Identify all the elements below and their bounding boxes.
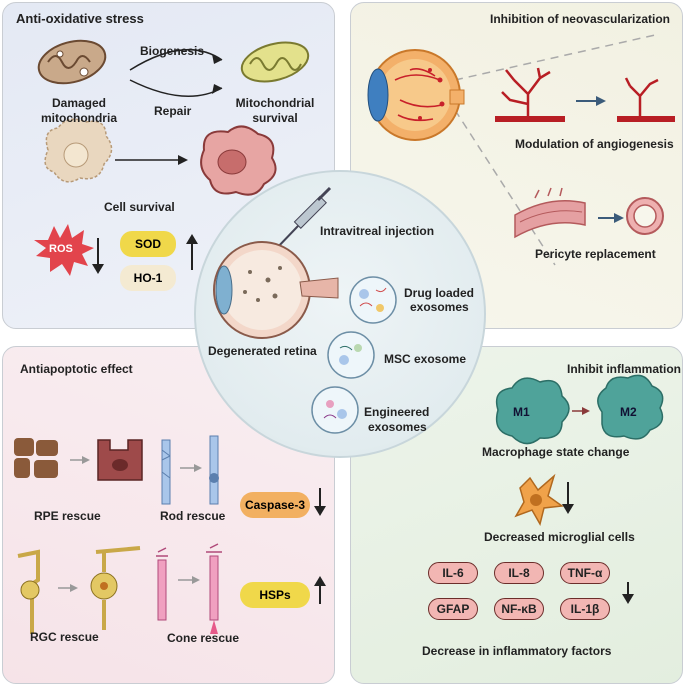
hsps-pill: HSPs: [240, 582, 310, 608]
vessel-normal-icon: [617, 77, 675, 122]
retina-eye-icon: [213, 241, 339, 339]
vessel-ring-icon: [626, 197, 664, 235]
healthy-rgc-icon: [90, 546, 141, 630]
mito-survival-label: Mitochondrial: [235, 96, 315, 110]
healthy-cone-icon: [206, 543, 222, 634]
syringe-icon: [274, 186, 332, 251]
neovascularization-title: Inhibition of neovascularization: [490, 12, 671, 26]
factor-il1b: IL-1β: [560, 598, 610, 620]
cone-label: Cone rescue: [167, 631, 240, 645]
factor-nfkb: NF-κB: [494, 598, 544, 620]
exosome-engineered-icon: [311, 386, 359, 434]
m2-macrophage-icon: [597, 374, 664, 440]
drug-loaded-label: Drug loaded: [404, 286, 475, 300]
m2-label: M2: [620, 405, 637, 419]
macrophage-label: Macrophage state change: [482, 445, 630, 459]
microglia-label: Decreased microglial cells: [484, 530, 635, 544]
engineered-label: Engineered: [364, 405, 430, 419]
modulation-label: Modulation of angiogenesis: [515, 137, 674, 151]
caspase-pill: Caspase-3: [240, 492, 310, 518]
vessel-sprouting-icon: [495, 67, 565, 122]
anti-oxidative-title: Anti-oxidative stress: [16, 11, 144, 26]
m1-macrophage-icon: [495, 377, 570, 445]
factor-gfap: GFAP: [428, 598, 478, 620]
drug-loaded-label-2: exosomes: [410, 300, 469, 314]
injection-label: Intravitreal injection: [320, 224, 435, 238]
healthy-mitochondria-icon: [240, 41, 310, 83]
exosome-drug-icon: [349, 276, 397, 324]
exosome-msc-icon: [327, 331, 375, 379]
decrease-label: Decrease in inflammatory factors: [422, 644, 612, 658]
damaged-label-2: mitochondria: [40, 111, 117, 125]
damaged-label: Damaged: [51, 96, 107, 110]
damaged-rgc-icon: [17, 549, 40, 634]
repair-label: Repair: [154, 104, 192, 118]
damaged-cone-icon: [156, 547, 168, 621]
ros-burst-icon: [34, 224, 94, 276]
sod-pill: SOD: [120, 231, 176, 257]
inflammation-title: Inhibit inflammation: [567, 362, 681, 376]
biogenesis-label: Biogenesis: [140, 44, 205, 58]
dying-cell-icon: [44, 118, 113, 183]
ros-label: ROS: [49, 243, 73, 255]
retina-label: Degenerated retina: [208, 344, 317, 358]
rod-label: Rod rescue: [160, 509, 226, 523]
mito-survival-label-2: survival: [252, 111, 298, 125]
eye-icon: [367, 49, 465, 141]
rgc-label: RGC rescue: [30, 630, 99, 644]
factor-il8: IL-8: [494, 562, 544, 584]
m1-label: M1: [513, 405, 530, 419]
factor-tnf: TNF-α: [560, 562, 610, 584]
damaged-mitochondria-icon: [37, 39, 107, 85]
damaged-rpe-icon: [14, 438, 58, 478]
microglia-icon: [514, 473, 565, 526]
engineered-label-2: exosomes: [368, 420, 427, 434]
rpe-label: RPE rescue: [34, 509, 101, 523]
msc-label: MSC exosome: [384, 352, 467, 366]
ho1-pill: HO-1: [120, 265, 176, 291]
damaged-rod-icon: [161, 439, 171, 505]
healthy-cell-icon: [200, 125, 277, 196]
antiapoptotic-title: Antiapoptotic effect: [20, 362, 133, 376]
cell-survival-label: Cell survival: [104, 200, 175, 214]
healthy-rpe-icon: [97, 439, 143, 481]
factor-il6: IL-6: [428, 562, 478, 584]
pericyte-label: Pericyte replacement: [535, 247, 656, 261]
vessel-pericyte-icon: [514, 187, 586, 239]
healthy-rod-icon: [209, 435, 219, 505]
